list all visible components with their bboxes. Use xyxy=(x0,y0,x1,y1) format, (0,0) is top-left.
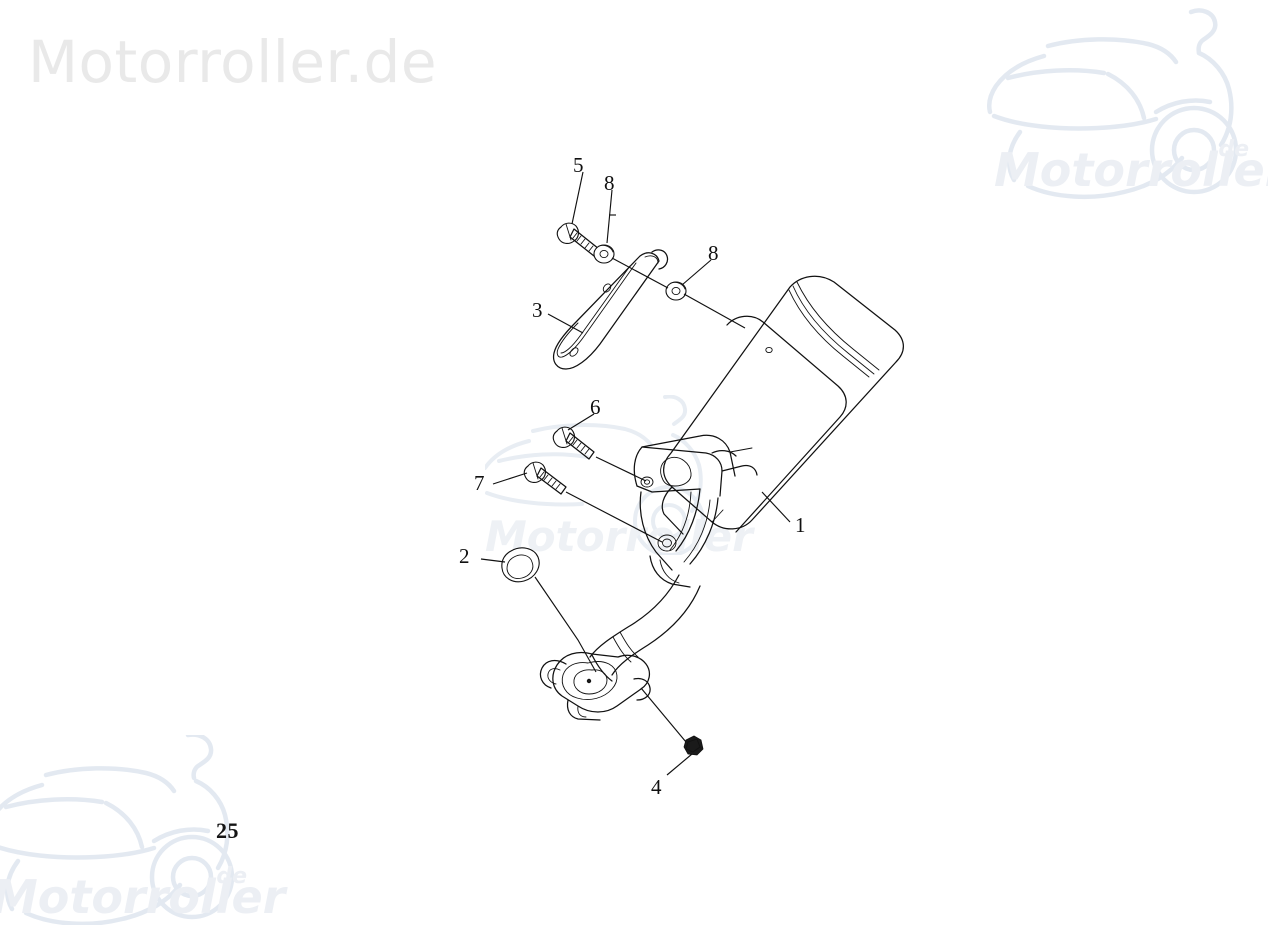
callout-label-5: 5 xyxy=(573,153,584,177)
flange-nut-part xyxy=(640,687,704,756)
callout-label-7: 7 xyxy=(474,471,485,495)
callout-leader-lines xyxy=(480,171,791,776)
heat-shield-strap-part xyxy=(552,249,669,370)
strap-bolt-part xyxy=(556,222,600,257)
callout-label-8-upper: 8 xyxy=(604,171,615,195)
callout-label-3: 3 xyxy=(532,298,543,322)
exhaust-flange-assembly xyxy=(539,651,651,721)
callout-label-8-lower: 8 xyxy=(708,241,719,265)
logo-top-right-suffix: .de xyxy=(1210,137,1249,162)
bracket-bolt-upper-part xyxy=(552,426,647,482)
callout-label-2: 2 xyxy=(459,544,470,568)
page-number: 25 xyxy=(216,818,239,843)
logo-top-right: Motorroller .de xyxy=(948,4,1280,209)
bracket-bolt-lower-part xyxy=(523,461,663,543)
callout-label-1: 1 xyxy=(795,513,806,537)
muffler-body-part xyxy=(661,275,904,535)
header-watermark-text: Motorroller.de xyxy=(28,28,438,96)
logo-bottom-left-suffix: .de xyxy=(208,864,247,889)
callout-label-6: 6 xyxy=(590,395,601,419)
muffler-mounting-bracket xyxy=(633,434,758,588)
logo-top-right-text: Motorroller xyxy=(994,143,1268,197)
exhaust-gasket-ring-part xyxy=(501,547,597,673)
washer-lower-part xyxy=(665,281,687,301)
exhaust-downpipe xyxy=(589,574,701,682)
callout-label-4: 4 xyxy=(651,775,662,799)
washer-upper-part xyxy=(593,244,615,264)
